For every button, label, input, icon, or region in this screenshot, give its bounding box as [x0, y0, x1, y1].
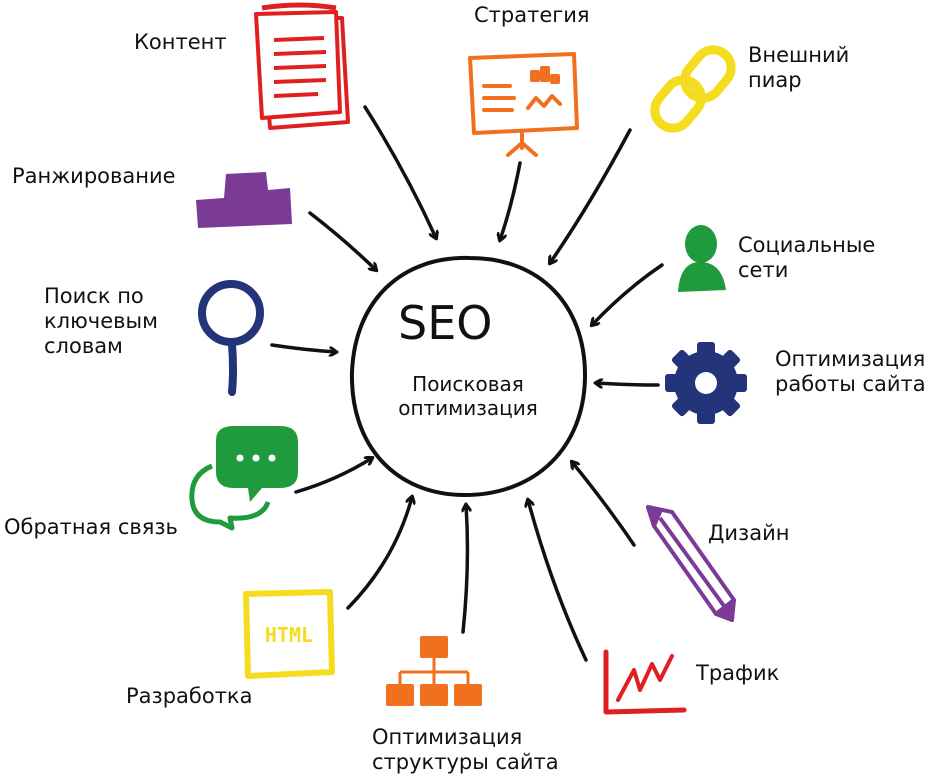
label-social-line2: сети: [738, 258, 789, 282]
presentation-board-icon: [468, 52, 579, 157]
label-content: Контент: [134, 30, 227, 54]
arrow-ranking: [308, 211, 376, 270]
html-file-icon-text: HTML: [265, 623, 313, 647]
arrow-strategy: [500, 161, 522, 240]
label-keywords: Поиск по ключевым словам: [44, 284, 158, 359]
label-keywords-line1: Поиск по: [44, 284, 144, 308]
podium-icon: [196, 172, 292, 228]
center-title: SEO: [398, 296, 493, 350]
sitemap-icon: [386, 636, 482, 706]
label-design: Дизайн: [708, 521, 790, 545]
label-site-optimization-line1: Оптимизация: [775, 347, 926, 371]
arrow-keywords: [270, 343, 336, 352]
person-icon: [678, 225, 726, 292]
label-ranking: Ранжирование: [12, 164, 176, 188]
label-site-optimization: Оптимизация работы сайта: [775, 347, 926, 397]
label-structure-optimization-line1: Оптимизация: [372, 725, 523, 749]
arrow-traffic: [528, 500, 588, 662]
magnifier-icon: [198, 280, 264, 396]
arrow-design: [572, 462, 636, 547]
label-external-pr-line2: пиар: [748, 68, 802, 92]
label-social-line1: Социальные: [738, 233, 876, 257]
chain-link-icon: [650, 45, 736, 133]
label-keywords-line2: ключевым: [44, 309, 158, 333]
label-site-optimization-line2: работы сайта: [775, 372, 926, 396]
center-circle: [349, 255, 588, 498]
label-feedback: Обратная связь: [4, 515, 178, 539]
label-development: Разработка: [126, 684, 253, 708]
arrow-social: [592, 263, 664, 325]
label-external-pr: Внешний пиар: [748, 43, 849, 93]
label-strategy: Стратегия: [474, 3, 590, 27]
notepad-icon: [254, 2, 350, 130]
center-subtitle: Поисковая оптимизация: [378, 372, 558, 420]
arrow-site-opt: [596, 383, 660, 385]
label-social: Социальные сети: [738, 233, 875, 283]
chat-bubbles-icon: [189, 426, 298, 531]
center-subtitle-line2: оптимизация: [398, 396, 538, 420]
arrow-feedback: [294, 458, 372, 494]
arrow-content: [363, 105, 436, 238]
arrow-development: [346, 497, 412, 610]
center-subtitle-line1: Поисковая: [412, 372, 524, 396]
pencil-icon: [646, 505, 736, 622]
label-structure-optimization-line2: структуры сайта: [372, 750, 559, 774]
html-file-icon: HTML: [243, 589, 335, 679]
label-external-pr-line1: Внешний: [748, 43, 850, 67]
label-traffic: Трафик: [696, 661, 780, 685]
label-structure-optimization: Оптимизация структуры сайта: [372, 725, 559, 775]
trend-chart-icon: [603, 649, 687, 715]
arrow-external-pr: [550, 128, 632, 263]
label-keywords-line3: словам: [44, 334, 123, 358]
arrow-structure: [463, 505, 467, 634]
gear-icon: [665, 342, 747, 424]
